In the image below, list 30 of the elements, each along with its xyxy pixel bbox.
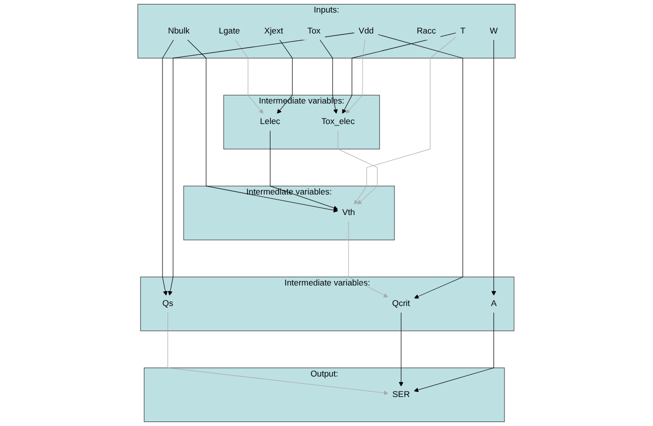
- node-text: T: [460, 26, 466, 36]
- node-text: Nbulk: [168, 26, 190, 36]
- arrow: [342, 32, 456, 114]
- node-text: A: [490, 299, 497, 308]
- node-text: Lgate: [218, 26, 240, 36]
- arrow: [378, 34, 464, 299]
- node-text: SER: [392, 390, 410, 400]
- node-text: W: [490, 26, 498, 36]
- node-text: Vth: [342, 208, 355, 218]
- arrow: [346, 39, 366, 114]
- arrow: [276, 39, 293, 114]
- arrow: [491, 39, 496, 296]
- arrow: [320, 39, 338, 114]
- arrow: [187, 39, 338, 212]
- node-text: Xjext: [264, 26, 284, 36]
- arrow: [234, 39, 264, 114]
- arrow: [162, 39, 174, 296]
- node-text: Tox_elec: [321, 117, 355, 126]
- arrow: [348, 221, 388, 298]
- node-text: Qcrit: [392, 299, 410, 308]
- arrow: [338, 130, 378, 205]
- arrow: [354, 36, 456, 205]
- arrow: [168, 32, 355, 296]
- arrow: [414, 312, 494, 392]
- node-text: Qs: [162, 299, 174, 308]
- arrow: [398, 312, 404, 387]
- node-text: Lelec: [260, 117, 280, 126]
- node-text: Vdd: [358, 26, 374, 36]
- arrow: [168, 312, 388, 396]
- arrow: [270, 130, 338, 210]
